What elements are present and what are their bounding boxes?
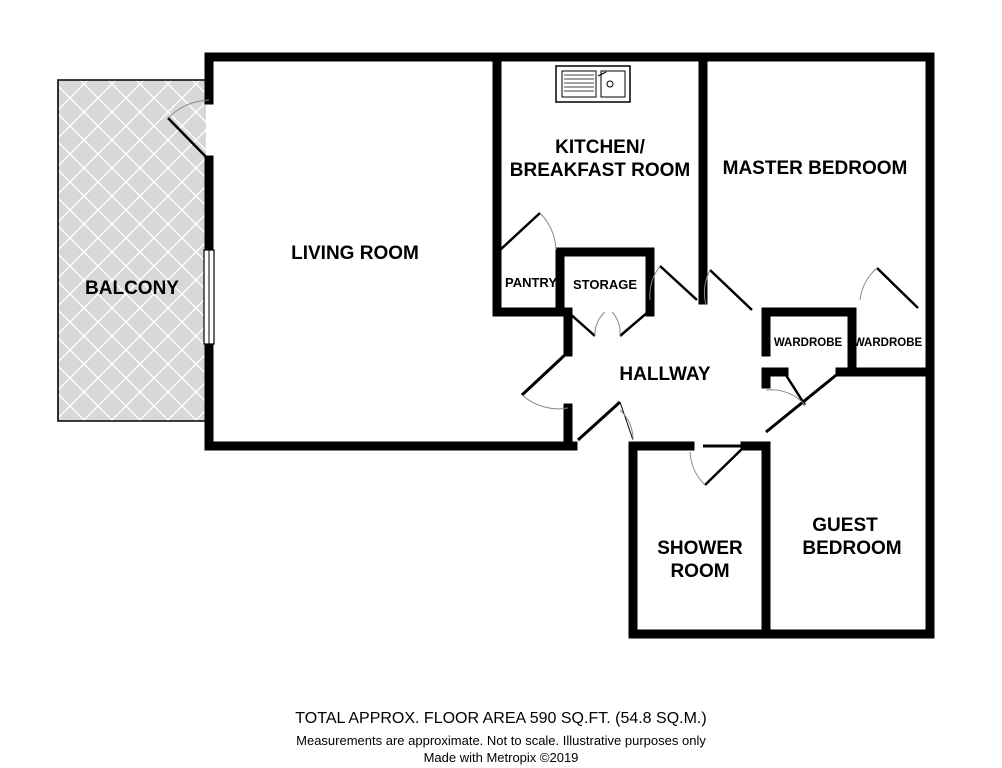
room-label-storage: STORAGE [573,277,637,292]
living-room-window [203,249,215,345]
room-label-master-bedroom: MASTER BEDROOM [723,158,908,179]
room-label-guest-line1: GUEST [812,515,878,536]
walls [204,52,935,639]
doors [167,99,919,486]
disclaimer-caption: Measurements are approximate. Not to sca… [296,733,706,748]
room-label-hallway: HALLWAY [619,364,710,385]
room-label-shower-line2: ROOM [670,561,729,582]
kitchen-sink-icon [555,65,631,103]
balcony-area [57,79,206,422]
floor-area-caption: TOTAL APPROX. FLOOR AREA 590 SQ.FT. (54.… [295,710,707,727]
room-label-wardrobe-right: WARDROBE [854,337,923,349]
credit-caption: Made with Metropix ©2019 [423,750,579,765]
room-label-shower-line1: SHOWER [657,538,743,559]
room-label-guest-line2: BEDROOM [802,538,901,559]
room-label-pantry: PANTRY [505,275,557,290]
room-label-living-room: LIVING ROOM [291,243,419,264]
room-label-kitchen-line1: KITCHEN/ [555,137,645,158]
room-label-wardrobe-left: WARDROBE [774,337,843,349]
floor-plan: BALCONY LIVING ROOM KITCHEN/ BREAKFAST R… [57,52,935,639]
room-label-kitchen-line2: BREAKFAST ROOM [510,160,691,181]
room-label-balcony: BALCONY [85,278,179,299]
